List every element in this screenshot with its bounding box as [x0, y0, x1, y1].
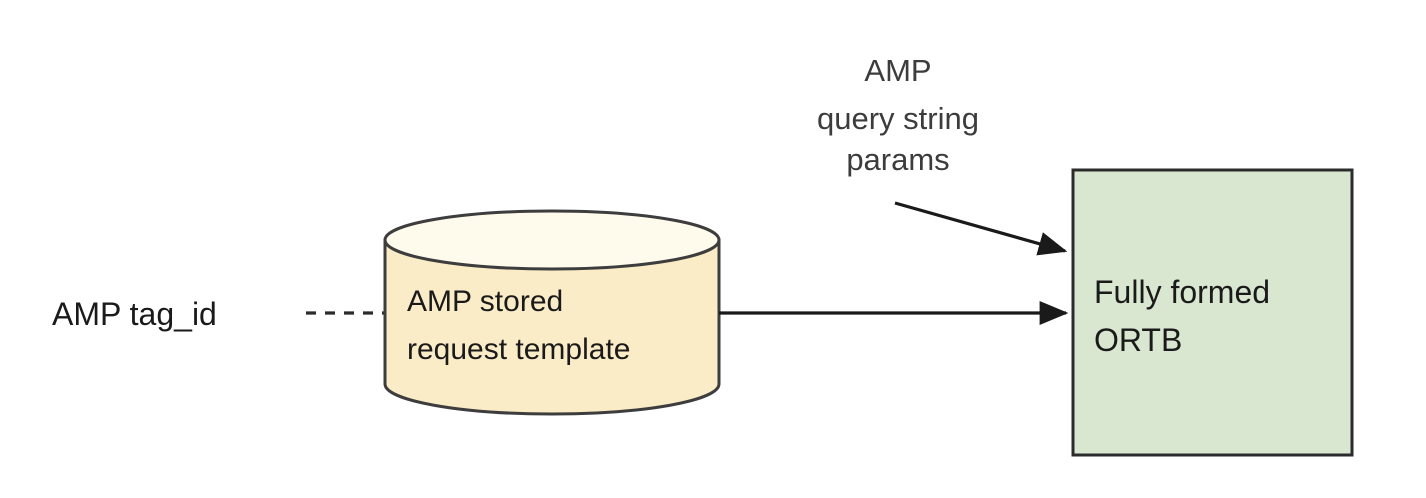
edge-queryparams-to-ortb: [894, 201, 1068, 256]
annotation-amp-query-string-params: AMP query string params: [817, 53, 979, 177]
annotation-line-2: query string: [817, 101, 979, 136]
annotation-line-1: AMP: [864, 53, 931, 88]
node-fully-formed-ortb[interactable]: Fully formed ORTB: [1071, 168, 1354, 457]
ortb-box: [1071, 168, 1354, 457]
node-amp-stored-request-template[interactable]: AMP stored request template: [383, 209, 721, 416]
cylinder-body: [383, 238, 721, 416]
cylinder-label-line-2: request template: [407, 333, 630, 366]
cylinder-label-line-1: AMP stored: [407, 285, 563, 318]
label-amp-tag-id: AMP tag_id: [52, 296, 217, 332]
ortb-label-line-2: ORTB: [1094, 322, 1182, 358]
annotation-line-3: params: [846, 142, 949, 177]
ortb-label-line-1: Fully formed: [1094, 274, 1270, 310]
cylinder-top: [383, 209, 721, 271]
